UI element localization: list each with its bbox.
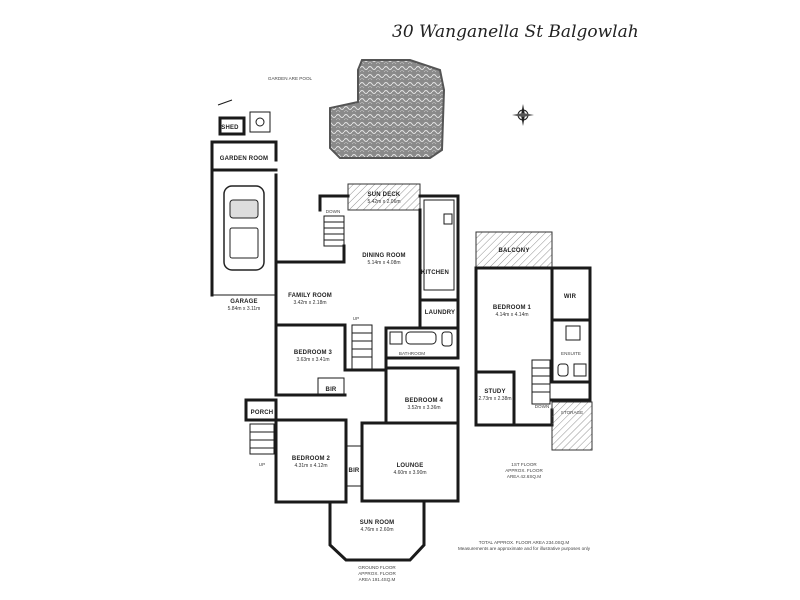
family-label: FAMILY ROOM — [288, 293, 332, 299]
svg-text:1ST FLOOR: 1ST FLOOR — [511, 462, 537, 467]
wir-label: WIR — [564, 294, 577, 300]
bedroom4-dim: 3.52m x 3.36m — [407, 405, 440, 411]
garden-room-label: GARDEN ROOM — [220, 156, 269, 162]
garage-label: GARAGE — [230, 299, 258, 305]
drain-icon — [255, 117, 265, 127]
ground-floor-note: GROUND FLOOR APPROX. FLOOR AREA 191.4SQ.… — [358, 565, 396, 582]
porch-label: PORCH — [251, 410, 274, 416]
dining-dim: 5.14m x 4.08m — [367, 260, 400, 266]
ensuite-vanity-icon — [573, 363, 587, 377]
bir2-outline — [345, 445, 363, 487]
ground-north-wall-a — [318, 194, 350, 212]
family-north-wall — [274, 244, 346, 272]
plan-title: 30 Wanganella St Balgowlah — [392, 22, 639, 42]
balcony-label: BALCONY — [498, 248, 529, 254]
sunroom-label: SUN ROOM — [360, 520, 395, 526]
bedroom3-label: BEDROOM 3 — [294, 350, 333, 356]
first-floor-stairs — [531, 359, 551, 405]
laundry-label: LAUNDRY — [425, 310, 456, 316]
shed-door — [217, 99, 233, 106]
bir1-outline — [317, 377, 345, 396]
lounge-outline — [360, 421, 460, 503]
ensuite-label: ENSUITE — [561, 351, 581, 356]
first-floor-note: 1ST FLOOR APPROX. FLOOR AREA 42.6SQ.M — [505, 462, 543, 479]
toilet-icon — [441, 331, 453, 347]
bedroom1-dim: 4.14m x 4.14m — [495, 312, 528, 318]
bedroom1-label: BEDROOM 1 — [493, 305, 532, 311]
sundeck-dim: 5.42m x 2.06m — [367, 199, 400, 205]
pool-label: GARDEN ARE POOL — [268, 76, 313, 81]
svg-text:APPROX. FLOOR: APPROX. FLOOR — [358, 571, 396, 576]
bir2-label: BIR — [349, 468, 360, 474]
first-floor-stair-label: DOWN — [535, 404, 550, 409]
svg-text:AREA 42.6SQ.M: AREA 42.6SQ.M — [507, 474, 541, 479]
svg-text:APPROX. FLOOR: APPROX. FLOOR — [505, 468, 543, 473]
study-dim: 2.73m x 2.38m — [478, 396, 511, 402]
shed-fixture — [249, 111, 271, 133]
ensuite-toilet-icon — [557, 363, 569, 377]
bedroom4-outline — [384, 366, 460, 425]
kitchen-bench — [423, 199, 455, 291]
porch-steps — [249, 423, 275, 455]
sundeck-label: SUN DECK — [368, 192, 401, 198]
storage-label: STORAGE — [561, 410, 583, 415]
bir1-label: BIR — [326, 387, 337, 393]
family-dim: 3.42m x 2.18m — [293, 300, 326, 306]
bedroom3-east-wall — [343, 323, 388, 372]
garden-room-wall — [210, 140, 278, 162]
sink-icon — [443, 213, 453, 225]
bathroom-outline — [384, 326, 460, 360]
shed-label: SHED — [221, 125, 239, 131]
svg-text:Measurements are approximate a: Measurements are approximate and for ill… — [458, 546, 591, 551]
ensuite-outline — [550, 318, 592, 384]
shower-icon — [389, 331, 403, 345]
storage-area — [551, 401, 593, 451]
bedroom2-dim: 4.31m x 4.12m — [294, 463, 327, 469]
dining-label: DINING ROOM — [362, 253, 406, 259]
lounge-label: LOUNGE — [397, 463, 424, 469]
porch-stair-label: UP — [259, 462, 265, 467]
bedroom3-dim: 3.63m x 3.41m — [296, 357, 329, 363]
kitchen-label: KITCHEN — [421, 270, 449, 276]
compass-icon — [512, 104, 534, 126]
bath-icon — [405, 331, 437, 345]
study-outline — [474, 370, 516, 427]
bedroom4-label: BEDROOM 4 — [405, 398, 444, 404]
deck-stair-label: DOWN — [326, 209, 341, 214]
lounge-dim: 4.60m x 3.90m — [393, 470, 426, 476]
study-label: STUDY — [484, 389, 505, 395]
svg-text:TOTAL APPROX. FLOOR AREA 234.0: TOTAL APPROX. FLOOR AREA 234.0SQ.M — [479, 540, 570, 545]
first-floor-east-wall — [474, 266, 592, 402]
porch-outline — [244, 398, 278, 422]
hall-stairs — [351, 324, 373, 370]
hall-stair-label: UP — [353, 316, 359, 321]
shed-outline — [218, 116, 246, 136]
bathroom-label: BATHROOM — [399, 351, 425, 356]
total-area-note: TOTAL APPROX. FLOOR AREA 234.0SQ.M Measu… — [458, 540, 591, 551]
car-icon — [223, 185, 265, 271]
sunroom-outline — [328, 500, 426, 562]
garage-dim: 5.84m x 3.11m — [228, 306, 261, 312]
sunroom-dim: 4.76m x 2.60m — [360, 527, 393, 533]
pool — [329, 59, 446, 159]
bedroom2-label: BEDROOM 2 — [292, 456, 331, 462]
deck-stairs — [323, 215, 345, 247]
ground-east-wall-upper — [418, 194, 460, 332]
svg-text:AREA 191.4SQ.M: AREA 191.4SQ.M — [359, 577, 396, 582]
svg-text:GROUND FLOOR: GROUND FLOOR — [358, 565, 396, 570]
ensuite-shower-icon — [565, 325, 581, 341]
